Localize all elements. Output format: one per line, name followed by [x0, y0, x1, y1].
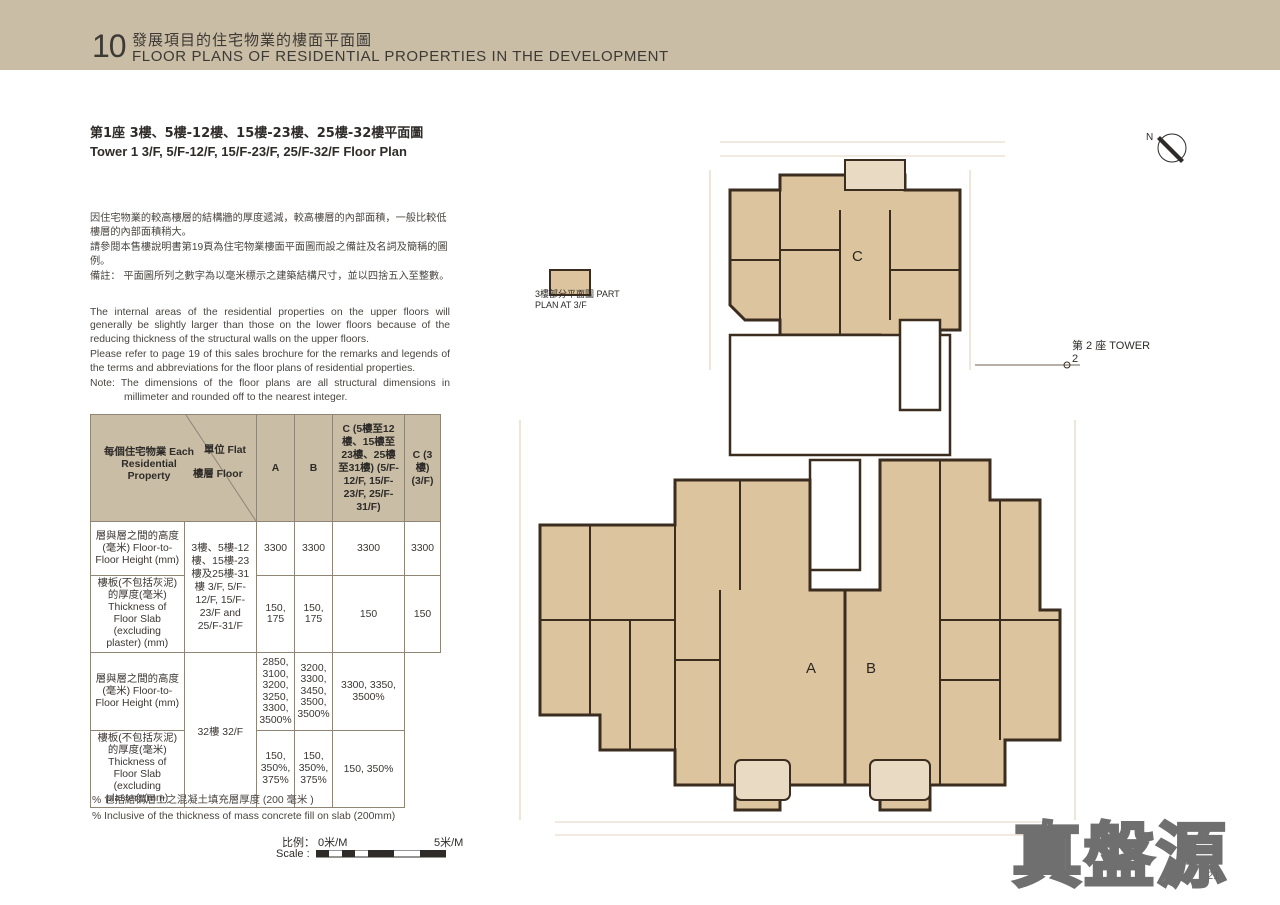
- floor-plan-drawing: [519, 141, 1080, 836]
- col-b: B: [294, 414, 333, 522]
- cell-r1-c: 3300: [332, 521, 405, 576]
- footnote-zh: % 包括結構層上之混凝土填充層厚度 (200 毫米 ): [92, 795, 314, 806]
- section-title-zh: 發展項目的住宅物業的樓面平面圖: [132, 31, 373, 49]
- floor-group-typical: 3樓、5樓-12樓、15樓-23樓及25樓-31樓 3/F, 5/F-12/F,…: [183, 521, 258, 653]
- flat-b-label: B: [866, 660, 877, 677]
- cell-r4-empty: [405, 731, 441, 808]
- row-label-height-32f: 層與層之間的高度(毫米) Floor-to-Floor Height (mm): [90, 652, 185, 731]
- header-flat: 單位 Flat: [203, 445, 246, 456]
- cell-r3-a: 2850, 3100, 3200, 3250, 3300, 3500%: [256, 652, 295, 731]
- part-plan-label: 3樓部分平面圖 PART PLAN AT 3/F: [535, 289, 620, 310]
- note-zh-3: 備註： 平面圖所列之數字為以毫米標示之建築結構尺寸，並以四捨五入至整數。: [90, 271, 450, 282]
- plan-title-en: Tower 1 3/F, 5/F-12/F, 15/F-23/F, 25/F-3…: [90, 144, 407, 159]
- core: [728, 318, 952, 572]
- floor-spec-table: 每個住宅物業 Each Residential Property 單位 Flat…: [90, 414, 441, 808]
- page-number: 21: [1207, 870, 1220, 882]
- svg-text:N: N: [1146, 132, 1153, 143]
- flat-a-outline: [538, 478, 847, 812]
- cell-r3-empty: [404, 652, 441, 731]
- note-en-2: Please refer to page 19 of this sales br…: [90, 349, 450, 374]
- cell-r1-a: 3300: [256, 521, 295, 576]
- plan-title-zh: 第1座 3樓、5樓-12樓、15樓-23樓、25樓-32樓平面圖: [90, 126, 424, 141]
- cell-r4-b: 150, 350%, 375%: [294, 730, 333, 808]
- cell-r2-c3: 150: [404, 575, 441, 653]
- cell-r1-b: 3300: [294, 521, 333, 576]
- section-number: 10: [92, 28, 127, 64]
- row-label-slab: 樓板(不包括灰泥)的厚度(毫米) Thickness of Floor Slab…: [90, 575, 185, 653]
- col-c-3f: C (3樓) (3/F): [404, 414, 441, 522]
- scale-graphic: [316, 850, 446, 858]
- note-zh-2: 請參閱本售樓說明書第19頁為住宅物業樓面平面圖而設之備註及名詞及簡稱的圖例。: [90, 242, 448, 267]
- scale-label-end: 5米/M: [434, 837, 464, 849]
- row-label-height: 層與層之間的高度(毫米) Floor-to-Floor Height (mm): [90, 521, 185, 576]
- flat-a-label: A: [806, 660, 817, 677]
- watermark-logo: 真盤源: [1011, 814, 1228, 899]
- note-en-1: The internal areas of the residential pr…: [90, 306, 450, 345]
- note-en-3: Note: The dimensions of the floor plans …: [90, 378, 450, 403]
- header-floor: 樓層 Floor: [193, 469, 243, 480]
- plan-title: 第1座 3樓、5樓-12樓、15樓-23樓、25樓-32樓平面圖 Tower 1…: [90, 122, 423, 159]
- north-arrow-icon: N: [1146, 128, 1192, 179]
- floor-group-32f: 32樓 32/F: [183, 652, 258, 808]
- flat-c-label: C: [852, 248, 863, 265]
- cell-r4-a: 150, 350%, 375%: [256, 730, 295, 808]
- col-a: A: [256, 414, 295, 522]
- cell-r1-c3: 3300: [404, 521, 441, 576]
- page-header: 10 發展項目的住宅物業的樓面平面圖 FLOOR PLANS OF RESIDE…: [0, 0, 1280, 70]
- cell-r2-b: 150, 175: [294, 575, 333, 653]
- flat-b-outline: [843, 458, 1062, 812]
- table-corner-header: 每個住宅物業 Each Residential Property 單位 Flat…: [90, 414, 257, 522]
- note-zh-1: 因住宅物業的較高樓層的結構牆的厚度遞減，較高樓層的內部面積，一般比較低樓層的內部…: [90, 213, 447, 238]
- scale-label-en: Scale :: [276, 848, 310, 860]
- diagonal-divider: [185, 415, 256, 521]
- flat-c-outline: [728, 173, 962, 357]
- cell-r3-b: 3200, 3300, 3450, 3500, 3500%: [294, 652, 333, 731]
- notes: 因住宅物業的較高樓層的結構牆的厚度遞減，較高樓層的內部面積，一般比較低樓層的內部…: [90, 212, 450, 406]
- tower2-marker-dot: [1063, 361, 1071, 369]
- scale-bar: 比例： 0米/M 5米/M Scale :: [276, 834, 476, 866]
- cell-r3-c: 3300, 3350, 3500%: [332, 652, 405, 731]
- cell-r4-c: 150, 350%: [332, 730, 405, 808]
- row-label-slab-32f: 樓板(不包括灰泥)的厚度(毫米) Thickness of Floor Slab…: [90, 730, 185, 808]
- footnote: % 包括結構層上之混凝土填充層厚度 (200 毫米 ) % Inclusive …: [92, 793, 395, 825]
- scale-label-start: 比例： 0米/M: [282, 837, 348, 849]
- cell-r2-c: 150: [332, 575, 405, 653]
- tower2-label: 第 2 座 TOWER 2: [1072, 340, 1151, 365]
- section-title-en: FLOOR PLANS OF RESIDENTIAL PROPERTIES IN…: [132, 48, 669, 65]
- part-plan-3f: [549, 269, 591, 296]
- cell-r2-a: 150, 175: [256, 575, 295, 653]
- col-c-typical: C (5樓至12樓、15樓至23樓、25樓至31樓) (5/F-12/F, 15…: [332, 414, 405, 522]
- header-property: 每個住宅物業 Each Residential Property: [103, 447, 195, 482]
- footnote-en: % Inclusive of the thickness of mass con…: [92, 811, 396, 822]
